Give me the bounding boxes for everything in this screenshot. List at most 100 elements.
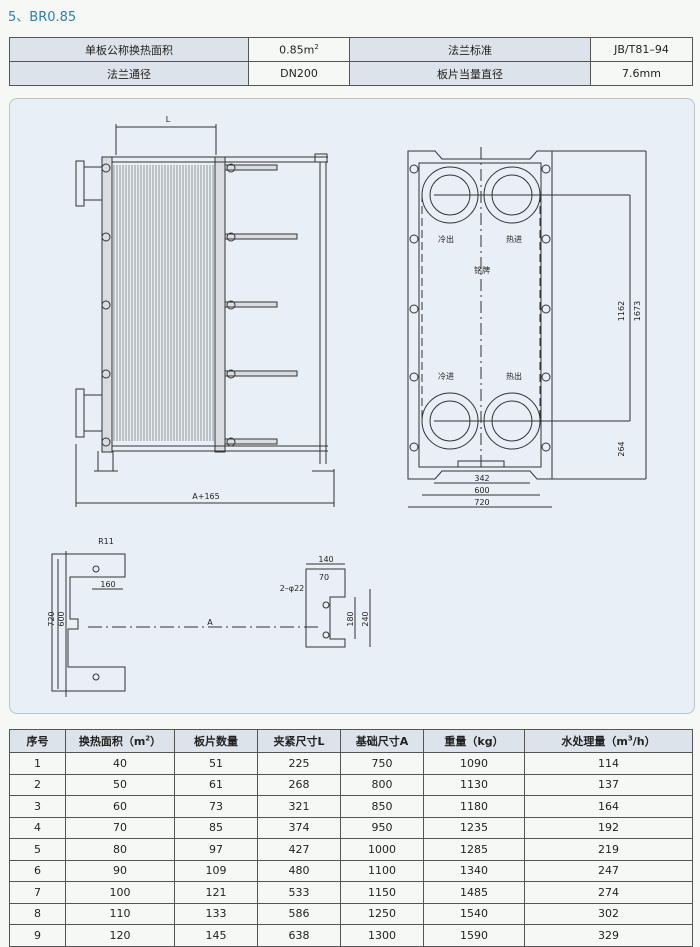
- header-cell: 重量（kg）: [423, 729, 525, 753]
- header-cell: 换热面积（m2）: [65, 729, 175, 753]
- table-cell: 586: [257, 902, 341, 925]
- table-cell: 374: [257, 816, 341, 839]
- dim-l: L: [166, 115, 171, 124]
- table-cell: 1540: [423, 902, 525, 925]
- spec-label: 单板公称换热面积: [9, 37, 249, 62]
- dim-r11: R11: [98, 537, 114, 546]
- table-cell: 121: [174, 881, 258, 904]
- header-cell: 板片数量: [174, 729, 258, 753]
- dim-160: 160: [100, 580, 115, 589]
- table-cell: 164: [524, 795, 693, 818]
- spec-value: 0.85m2: [248, 37, 350, 62]
- table-cell: 192: [524, 816, 693, 839]
- spec-value: DN200: [248, 61, 350, 86]
- spec-value: JB/T81–94: [590, 37, 693, 62]
- table-cell: 133: [174, 902, 258, 925]
- table-cell: 1150: [340, 881, 424, 904]
- dim-180: 180: [346, 611, 355, 626]
- header-cell: 序号: [9, 729, 66, 753]
- table-cell: 274: [524, 881, 693, 904]
- table-cell: 114: [524, 752, 693, 775]
- table-cell: 321: [257, 795, 341, 818]
- table-cell: 1285: [423, 838, 525, 861]
- table-cell: 7: [9, 881, 66, 904]
- table-cell: 1090: [423, 752, 525, 775]
- table-cell: 70: [65, 816, 175, 839]
- table-cell: 225: [257, 752, 341, 775]
- spec-label: 法兰通径: [9, 61, 249, 86]
- spec-row: 单板公称换热面积 0.85m2 法兰标准 JB/T81–94: [9, 37, 693, 62]
- table-cell: 85: [174, 816, 258, 839]
- table-cell: 8: [9, 902, 66, 925]
- table-cell: 109: [174, 859, 258, 882]
- dim-342: 342: [474, 474, 489, 483]
- table-cell: 5: [9, 838, 66, 861]
- table-cell: 73: [174, 795, 258, 818]
- header-cell: 夹紧尺寸L: [257, 729, 341, 753]
- table-cell: 51: [174, 752, 258, 775]
- table-cell: 480: [257, 859, 341, 882]
- label-hot-in: 热进: [506, 234, 522, 244]
- table-cell: 4: [9, 816, 66, 839]
- spec-row: 法兰通径 DN200 板片当量直径 7.6mm: [9, 61, 693, 86]
- table-cell: 100: [65, 881, 175, 904]
- table-cell: 302: [524, 902, 693, 925]
- spec-value: 7.6mm: [590, 61, 693, 86]
- table-cell: 6: [9, 859, 66, 882]
- table-cell: 800: [340, 773, 424, 796]
- header-cell: 水处理量（m3/h）: [524, 729, 693, 753]
- dim-720: 720: [474, 498, 489, 507]
- spec-label: 法兰标准: [349, 37, 591, 62]
- dim-264: 264: [617, 441, 626, 456]
- table-header-row: 序号 换热面积（m2） 板片数量 夹紧尺寸L 基础尺寸A 重量（kg） 水处理量…: [9, 729, 693, 753]
- table-cell: 137: [524, 773, 693, 796]
- table-cell: 1000: [340, 838, 424, 861]
- table-cell: 750: [340, 752, 424, 775]
- table-cell: 950: [340, 816, 424, 839]
- table-cell: 90: [65, 859, 175, 882]
- table-cell: 1180: [423, 795, 525, 818]
- table-cell: 1250: [340, 902, 424, 925]
- table-cell: 1485: [423, 881, 525, 904]
- dim-140: 140: [318, 555, 333, 564]
- table-cell: 1340: [423, 859, 525, 882]
- header-cell: 基础尺寸A: [340, 729, 424, 753]
- technical-drawing: L A+165 冷出 热进 铭牌 冷进 热出 1162 1673 264 342…: [9, 98, 695, 714]
- table-cell: 3: [9, 795, 66, 818]
- table-cell: 268: [257, 773, 341, 796]
- dim-a: A: [207, 618, 213, 627]
- label-nameplate: 铭牌: [474, 265, 490, 275]
- table-cell: 60: [65, 795, 175, 818]
- spec-table: 单板公称换热面积 0.85m2 法兰标准 JB/T81–94 法兰通径 DN20…: [9, 37, 693, 86]
- table-cell: 850: [340, 795, 424, 818]
- drawing-svg: L A+165 冷出 热进 铭牌 冷进 热出 1162 1673 264 342…: [47, 115, 647, 697]
- side-view: [75, 124, 335, 507]
- dim-70: 70: [319, 573, 329, 582]
- foundation-view: [51, 551, 371, 697]
- table-cell: 533: [257, 881, 341, 904]
- front-view: [407, 147, 647, 508]
- spec-label: 板片当量直径: [349, 61, 591, 86]
- label-hot-out: 热出: [506, 371, 522, 381]
- table-cell: 219: [524, 838, 693, 861]
- table-cell: 1100: [340, 859, 424, 882]
- label-cold-in: 冷进: [438, 371, 454, 381]
- dim-600: 600: [474, 486, 489, 495]
- table-cell: 2: [9, 773, 66, 796]
- dim-720-found: 720: [47, 611, 56, 626]
- table-cell: 50: [65, 773, 175, 796]
- table-cell: 247: [524, 859, 693, 882]
- table-cell: 97: [174, 838, 258, 861]
- page-title: 5、BR0.85: [8, 10, 77, 25]
- label-cold-out: 冷出: [438, 234, 454, 244]
- table-cell: 40: [65, 752, 175, 775]
- table-cell: 61: [174, 773, 258, 796]
- table-cell: 1130: [423, 773, 525, 796]
- dim-240: 240: [361, 611, 370, 626]
